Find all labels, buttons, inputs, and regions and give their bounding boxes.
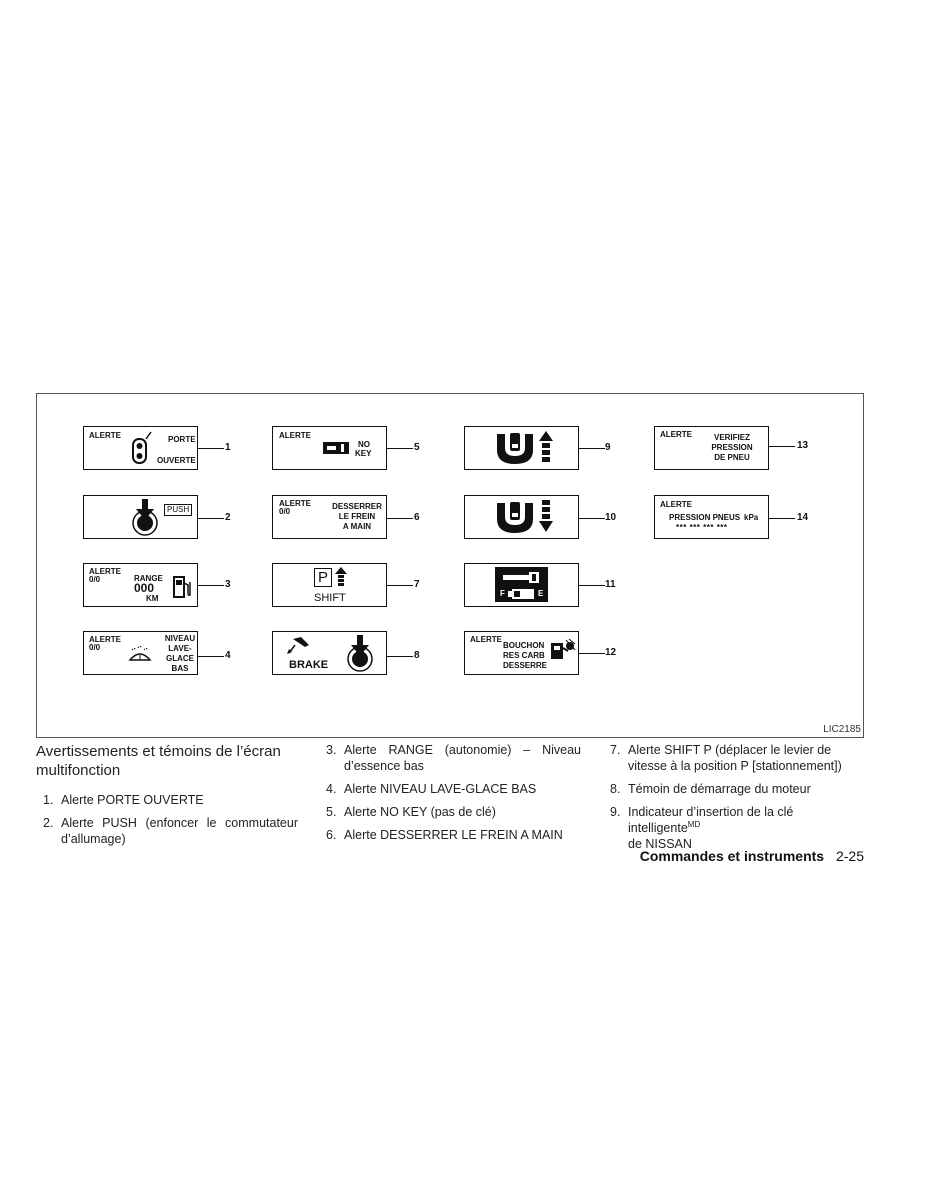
key-icon [323,442,349,454]
panel-no-key: ALERTE NO KEY [272,426,387,470]
text-column-2: 3. Alerte RANGE (autonomie) – Niveau d’e… [319,742,581,850]
warning-display-figure: ALERTE PORTE OUVERTE 1 PUSH 2 ALERTE 0/0… [36,393,864,738]
list-item: 1. Alerte PORTE OUVERTE [43,793,204,807]
callout-number: 7 [414,579,420,590]
list-item: 5. Alerte NO KEY (pas de clé) [326,805,496,819]
callout-number: 6 [414,512,420,523]
ignition-push-icon [132,499,158,536]
door-open-icon [132,431,152,464]
brake-label: BRAKE [289,659,329,671]
verifiez-text: VERIFIEZ PRESSION DE PNEU [711,433,753,462]
fuel-pump-icon [173,576,191,598]
push-tag: PUSH [164,504,193,516]
text-column-3: 7. Alerte SHIFT P (déplacer le levier de… [603,742,865,859]
callout-number: 14 [797,512,809,523]
panel-label: 0/0 [89,575,101,584]
panel-label: ALERTE [660,430,692,439]
panel-label: KEY [355,449,372,458]
text-column-1: Avertissements et témoins de l’écran mul… [36,742,298,854]
callout-number: 13 [797,440,809,451]
callout-number: 4 [225,650,231,661]
panel-label: ALERTE [660,500,692,509]
washer-fluid-icon [128,646,152,661]
page-footer: Commandes et instruments 2-25 [640,848,864,864]
section-heading: Avertissements et témoins de l’écran mul… [36,743,281,779]
park-letter: P [317,569,328,586]
figure-code: LIC2185 [823,724,861,735]
panel-label: ALERTE [470,635,502,644]
panel-push: PUSH [83,495,198,539]
bouchon-text: BOUCHON RES CARB DESSERRE [503,641,548,670]
panel-shift-p: P SHIFT [272,563,387,607]
panel-label: kPa [744,513,759,522]
panel-label: RANGE [134,574,163,583]
callout-number: 3 [225,579,231,590]
panel-label: PORTE [168,435,196,444]
park-box: P [314,568,332,587]
panel-verifiez-pression: ALERTE VERIFIEZ PRESSION DE PNEU [654,426,769,470]
panel-fuel-gauge: F E [464,563,579,607]
range-value: 000 [134,581,155,595]
push-label: PUSH [167,505,190,514]
panel-label: ALERTE [89,567,121,576]
list-item: 7. Alerte SHIFT P (déplacer le levier de… [610,743,842,773]
panel-porte-ouverte: ALERTE PORTE OUVERTE [83,426,198,470]
key-fob-icon [503,572,539,583]
callout-number: 12 [605,647,617,658]
panel-pression-pneus: ALERTE PRESSION PNEUS kPa *** *** *** **… [654,495,769,539]
panel-range: ALERTE 0/0 RANGE 000 KM [83,563,198,607]
list-item: 6. Alerte DESSERRER LE FREIN A MAIN [326,828,563,842]
panel-label: NO [358,440,370,449]
list-item: 4. Alerte NIVEAU LAVE-GLACE BAS [326,782,537,796]
fuel-full-label: E [538,589,544,598]
panel-bouchon-res-carb: ALERTE BOUCHON RES CARB DESSERRE [464,631,579,675]
page-number: 2-25 [835,848,864,864]
panel-niveau-lave-glace: ALERTE 0/0 NIVEAU LAVE- GLACE BAS [83,631,198,675]
fuel-empty-label: F [500,589,505,598]
panel-label: 0/0 [89,643,101,652]
panel-label: ALERTE [89,635,121,644]
arrow-up-icon [539,431,553,462]
panel-label: ALERTE [279,499,311,508]
list-item: 2. Alerte PUSH (enfoncer le commutateur … [43,816,298,846]
footer-section: Commandes et instruments [639,848,825,864]
intelligent-key-slot-icon [497,500,533,533]
panel-key-remove [464,495,579,539]
panel-label: OUVERTE [157,456,196,465]
panel-key-insert [464,426,579,470]
panel-brake-start: BRAKE [272,631,387,675]
callout-number: 5 [414,442,420,453]
callout-number: 2 [225,512,231,523]
fuel-cap-icon [551,638,576,659]
callout-number: 9 [605,442,611,453]
intelligent-key-slot-icon [497,431,533,464]
arrow-up-icon [335,567,347,586]
list-item: 8. Témoin de démarrage du moteur [610,782,811,796]
panel-desserrer-frein: ALERTE 0/0 DESSERRER LE FREIN A MAIN [272,495,387,539]
panel-label: ALERTE [89,431,121,440]
callout-number: 1 [225,442,231,453]
fuel-gauge-block: F E [495,567,548,602]
arrow-down-icon [539,500,553,532]
callout-number: 8 [414,650,420,661]
desserrer-text: DESSERRER LE FREIN A MAIN [332,502,382,531]
niveau-text: NIVEAU LAVE- GLACE BAS [164,634,196,673]
foot-brake-icon [287,637,309,654]
engine-start-icon [347,635,373,672]
shift-label: SHIFT [314,592,346,604]
panel-label: 0/0 [279,507,291,516]
panel-label: KM [146,594,159,603]
panel-label: ALERTE [279,431,311,440]
panel-label: PRESSION PNEUS [669,513,741,522]
list-item: 3. Alerte RANGE (autonomie) – Niveau d’e… [326,743,581,773]
list-item: 9. Indicateur d’insertion de la clé inte… [610,805,794,851]
callout-number: 10 [605,512,617,523]
battery-icon [508,589,534,599]
tire-pressure-values: *** *** *** *** [676,523,728,532]
callout-number: 11 [605,579,616,590]
